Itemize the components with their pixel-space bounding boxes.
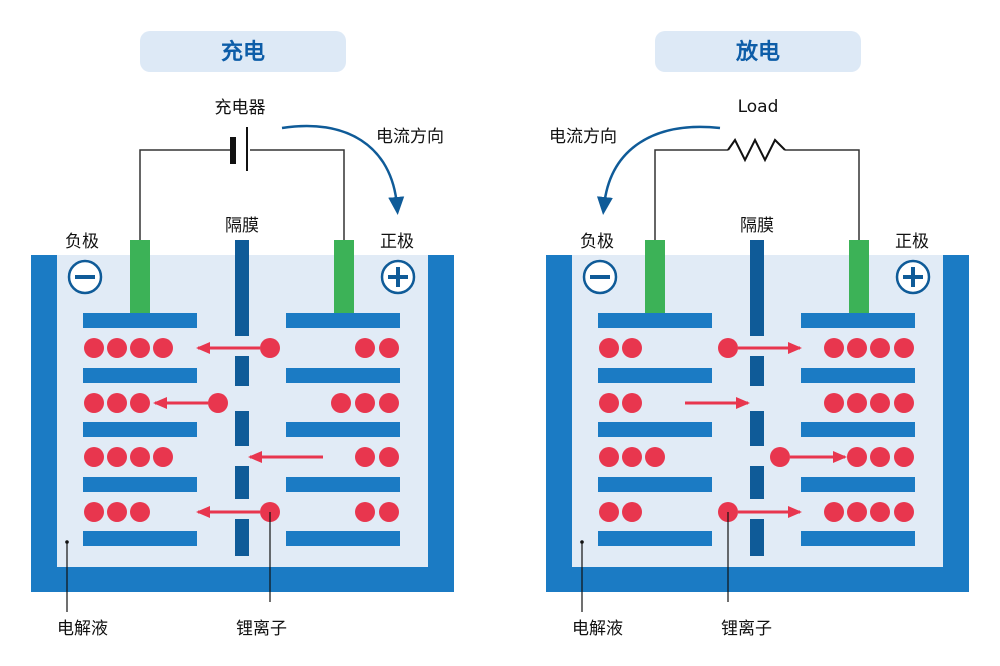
charging-title: 充电 [221, 39, 265, 65]
discharging-separator-label: 隔膜 [740, 216, 774, 236]
discharging-negative-plates [598, 313, 712, 546]
plus-circle-icon [380, 259, 416, 295]
charging-separator [235, 240, 249, 556]
discharging-panel: 放电 Load 电流方向 负极 正极 隔膜 [546, 31, 969, 639]
discharging-electrolyte-label: 电解液 [572, 619, 623, 639]
charging-ion-label: 锂离子 [236, 619, 287, 639]
charging-positive-electrode [334, 240, 354, 313]
discharging-title-box [655, 31, 861, 72]
charging-panel: 充电 充电器 电流方向 负极 正极 隔膜 [31, 31, 454, 639]
charging-current-label: 电流方向 [376, 127, 444, 147]
discharging-current-label: 电流方向 [549, 127, 617, 147]
discharging-separator [750, 240, 764, 556]
discharging-positive-ions [824, 338, 914, 522]
load-label: Load [738, 97, 779, 117]
discharging-wire [654, 149, 860, 241]
charging-negative-ions [84, 338, 173, 522]
battery-symbol-icon [230, 127, 248, 171]
discharging-current-arrow [596, 125, 721, 215]
minus-circle-icon [582, 259, 618, 295]
discharging-positive-plates [801, 313, 915, 546]
discharging-title: 放电 [735, 39, 780, 65]
charging-title-box [140, 31, 346, 72]
plus-circle-icon [895, 259, 931, 295]
charging-positive-ions [331, 338, 399, 522]
discharging-negative-label: 负极 [580, 232, 614, 252]
discharging-positive-label: 正极 [895, 232, 929, 252]
charging-negative-plates [83, 313, 197, 546]
charging-separator-label: 隔膜 [225, 216, 259, 236]
charger-label: 充电器 [215, 98, 266, 118]
charging-negative-electrode [130, 240, 150, 313]
discharging-negative-electrode [645, 240, 665, 313]
discharging-positive-electrode [849, 240, 869, 313]
charging-moving-ions [153, 338, 323, 522]
charging-electrolyte-label: 电解液 [57, 619, 108, 639]
charging-negative-label: 负极 [65, 232, 99, 252]
minus-circle-icon [67, 259, 103, 295]
charging-current-arrow [281, 124, 405, 215]
resistor-symbol-icon [727, 137, 786, 163]
discharging-negative-ions [599, 338, 665, 522]
discharging-moving-ions [685, 338, 847, 522]
charging-positive-plates [286, 313, 400, 546]
charging-positive-label: 正极 [380, 232, 414, 252]
discharging-ion-label: 锂离子 [721, 619, 772, 639]
charging-wire [139, 149, 345, 241]
